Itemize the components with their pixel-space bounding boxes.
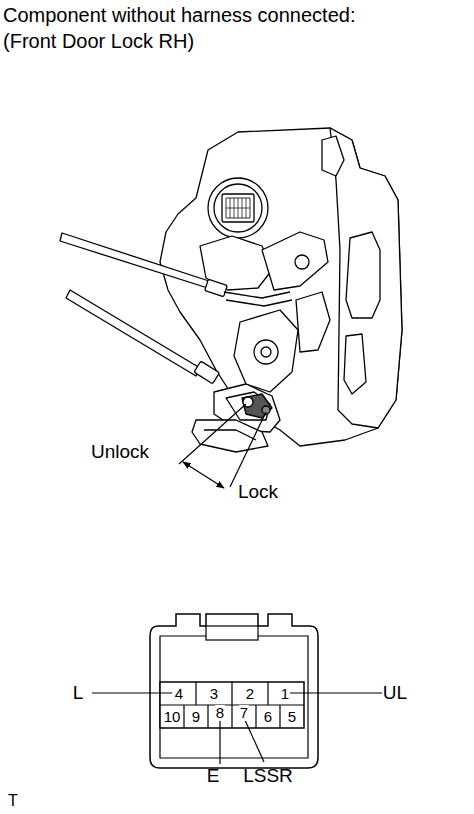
leader-lines: [179, 404, 266, 488]
signal-name: L: [73, 683, 84, 704]
double-arrow: [183, 462, 224, 488]
e-leader: [219, 718, 220, 764]
pin-number: 1: [280, 686, 290, 703]
heading-text: (Front Door Lock RH): [3, 30, 194, 52]
signal-name: UL: [383, 683, 407, 704]
unlock-leader: [179, 404, 246, 464]
lssr-leader: [244, 718, 264, 762]
l-leader: [92, 692, 172, 693]
pin-number: 2: [246, 686, 254, 703]
pin-number: 10: [164, 709, 181, 726]
pin-number: 3: [210, 686, 218, 703]
connector-face: [150, 614, 318, 768]
pin-number: 7: [239, 705, 249, 722]
heading-text: Component without harness connected:: [3, 4, 355, 26]
pin-number: 5: [288, 709, 296, 726]
ul-leader: [288, 692, 382, 693]
pin-number: 9: [192, 709, 200, 726]
door-lock-body: [60, 128, 402, 452]
position-label: Unlock: [91, 442, 149, 463]
signal-name: E: [207, 766, 220, 787]
pin-leaders: [92, 693, 382, 764]
signal-name: LSSR: [243, 766, 293, 787]
lock-leader: [230, 412, 266, 487]
pin-number: 4: [174, 686, 184, 703]
figure-code: T: [8, 792, 18, 810]
pin-number: 8: [215, 705, 225, 722]
pin-number: 6: [264, 709, 272, 726]
position-label: Lock: [238, 482, 278, 503]
